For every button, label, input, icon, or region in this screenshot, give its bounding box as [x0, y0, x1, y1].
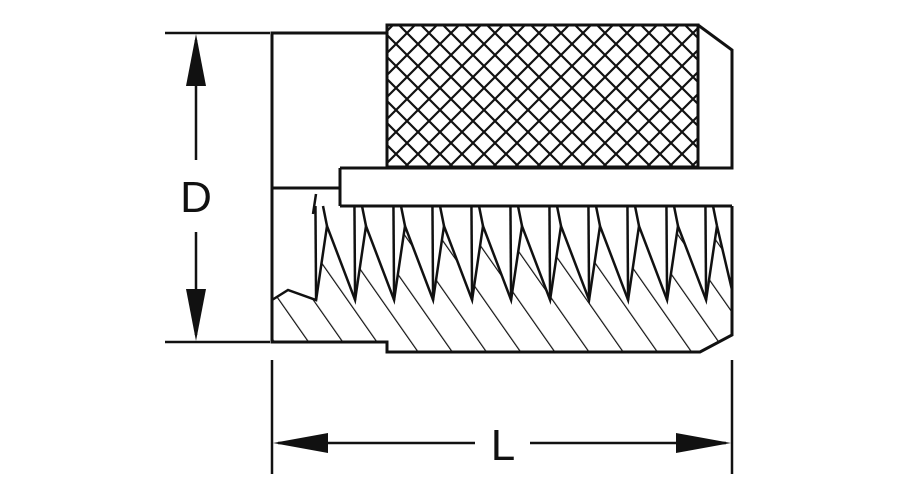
thread-root-line [516, 205, 524, 227]
thread-flank-line [509, 205, 513, 301]
insert-top-outline [270, 31, 387, 188]
insert-exterior-view [270, 23, 734, 188]
thread-flank-line [665, 205, 669, 301]
thread-flank-line [587, 205, 591, 301]
thread-root-line [399, 205, 407, 227]
thread-flank-line [431, 205, 435, 301]
chamfer-top [697, 23, 734, 170]
length-arrow-left [273, 433, 328, 453]
thread-flank-line [314, 205, 318, 301]
insert-section-view [270, 188, 734, 354]
thread-root-line [633, 205, 641, 227]
thread-root-line [594, 205, 602, 227]
thread-flank-line [548, 205, 552, 301]
thread-flank-line [392, 205, 396, 301]
thread-root-line [438, 205, 446, 227]
length-label: L [491, 421, 515, 470]
thread-root-line [360, 205, 368, 227]
section-hatch [272, 226, 732, 352]
thread-root-line [555, 205, 563, 227]
thread-flanks [314, 205, 719, 301]
thread-flank-line [704, 205, 708, 301]
knurled-band [385, 23, 700, 169]
thread-root-line [711, 205, 719, 227]
thread-root-line [321, 205, 329, 227]
diameter-arrow-up [186, 34, 206, 86]
diameter-dimension: D [165, 31, 270, 344]
length-arrow-right [676, 433, 731, 453]
thread-start-mark [311, 193, 318, 215]
thread-flank-line [626, 205, 630, 301]
thread-flank-line [353, 205, 357, 301]
length-dimension: L [270, 360, 734, 474]
thread-flank-line [470, 205, 474, 301]
diameter-label: D [180, 173, 212, 222]
thread-root-line [477, 205, 485, 227]
slot [272, 168, 732, 215]
thread-root-line [672, 205, 680, 227]
diameter-arrow-down [186, 289, 206, 341]
